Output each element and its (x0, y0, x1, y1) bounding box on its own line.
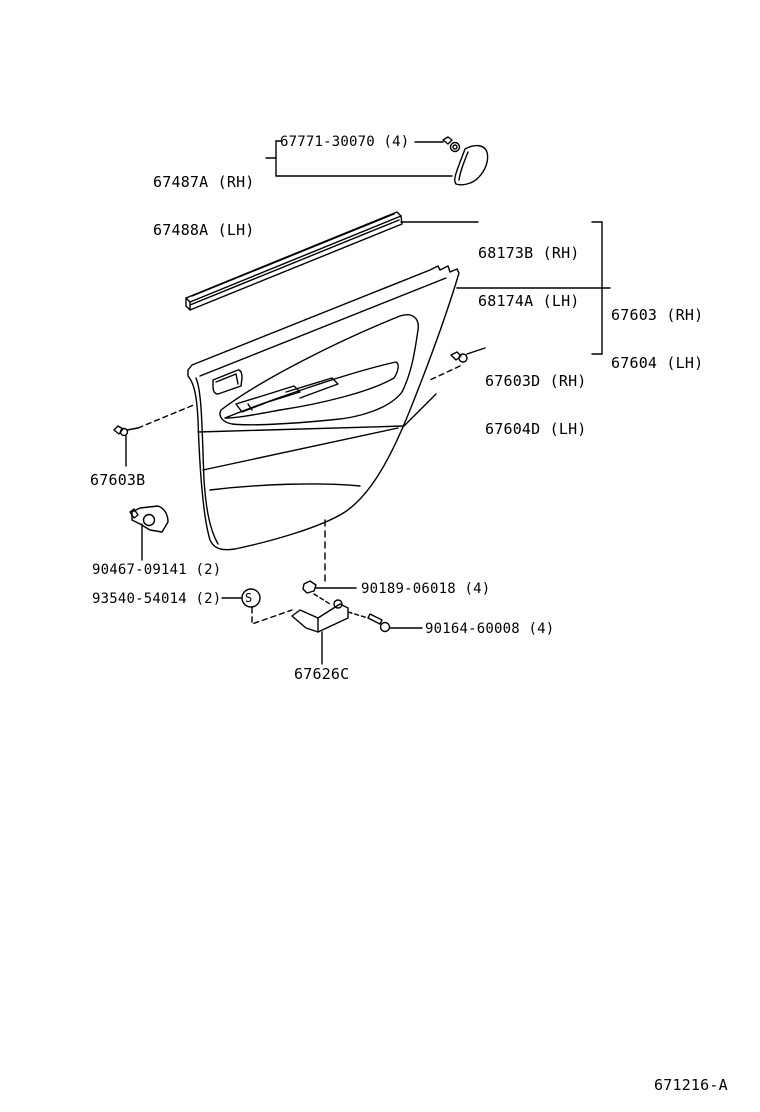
panel-sub-part-numbers: 67603D (RH) 67604D (LH) (485, 341, 587, 469)
panel-clip-d-icon (429, 347, 486, 381)
clip-icon (442, 136, 461, 153)
part-label-cover-clip: 67771-30070 (4) (280, 134, 410, 150)
weatherstrip-icon (185, 211, 479, 311)
part-label-screw-s: 93540-54014 (2) (92, 591, 222, 607)
panel-clip-b-icon (113, 403, 197, 467)
cover-part-numbers: 67487A (RH) 67488A (LH) (153, 142, 255, 270)
cover-garnish-icon (454, 144, 489, 186)
part-label-weatherstrip-rh: 68173B (RH) (478, 244, 580, 262)
s-symbol-icon: S (245, 591, 253, 605)
part-label-panel-rh: 67603 (RH) (611, 306, 704, 324)
part-label-panel-sub-lh: 67604D (LH) (485, 420, 587, 438)
part-label-weatherstrip-lh: 68174A (LH) (478, 292, 580, 310)
panel-part-numbers: 67603 (RH) 67604 (LH) (611, 275, 703, 403)
door-trim-panel-icon (187, 265, 460, 551)
part-label-cover-lh: 67488A (LH) (153, 221, 255, 239)
s-screw-leader (221, 588, 293, 625)
handle-bracket-icon (291, 599, 369, 665)
nut-icon (302, 580, 357, 605)
part-label-handle-bracket: 67626C (294, 665, 350, 683)
panel-leader-bracket (457, 221, 611, 355)
bracket-clip-icon (129, 505, 169, 561)
part-label-bolt: 90164-60008 (4) (425, 621, 555, 637)
bolt-icon (367, 613, 423, 633)
part-label-clip-b: 67603B (90, 471, 146, 489)
figure-code: 671216-A (654, 1076, 728, 1094)
part-label-cover-rh: 67487A (RH) (153, 173, 255, 191)
part-label-panel-lh: 67604 (LH) (611, 354, 704, 372)
part-label-bracket-clip: 90467-09141 (2) (92, 562, 222, 578)
part-label-panel-sub-rh: 67603D (RH) (485, 372, 587, 390)
part-label-nut: 90189-06018 (4) (361, 581, 491, 597)
cover-leader-lines (265, 140, 453, 177)
weatherstrip-part-numbers: 68173B (RH) 68174A (LH) (478, 213, 580, 341)
